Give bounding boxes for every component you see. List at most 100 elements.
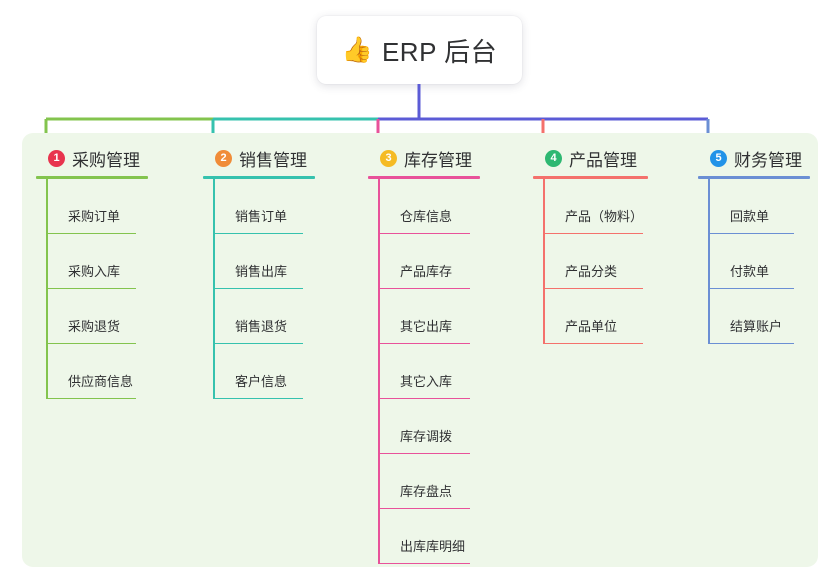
leaf-rule	[378, 287, 470, 289]
leaf-rule	[213, 232, 303, 234]
leaf-rule	[708, 342, 794, 344]
leaf-rule	[46, 232, 136, 234]
branch-header-2[interactable]: 2 销售管理	[203, 145, 315, 171]
leaf-label: 结算账户	[730, 319, 783, 334]
leaf-label: 产品单位	[565, 319, 618, 334]
leaf-item[interactable]: 库存调拨	[378, 399, 480, 454]
leaf-rule	[378, 342, 470, 344]
branch-underline-2	[203, 176, 315, 179]
branch-underline-5	[698, 176, 810, 179]
branch-column-5: 5 财务管理回款单付款单结算账户	[698, 145, 810, 344]
leaf-list-1: 采购订单采购入库采购退货供应商信息	[36, 179, 148, 399]
branch-title-5: 财务管理	[734, 150, 802, 170]
leaf-item[interactable]: 仓库信息	[378, 179, 480, 234]
leaf-rule	[213, 397, 303, 399]
branch-badge-1: 1	[48, 149, 65, 167]
branch-spine-3	[378, 179, 380, 564]
leaf-label: 库存盘点	[400, 484, 453, 499]
branch-column-4: 4 产品管理产品（物料） 产品分类产品单位	[533, 145, 648, 344]
branch-badge-2: 2	[215, 149, 232, 167]
leaf-item[interactable]: 客户信息	[213, 344, 315, 399]
leaf-rule	[213, 342, 303, 344]
leaf-item[interactable]: 其它入库	[378, 344, 480, 399]
leaf-rule	[378, 232, 470, 234]
leaf-rule	[378, 397, 470, 399]
leaf-label: 仓库信息	[400, 209, 453, 224]
branch-title-3: 库存管理	[404, 150, 472, 170]
leaf-label: 销售出库	[235, 264, 288, 279]
branch-title-2: 销售管理	[239, 150, 307, 170]
branch-spine-2	[213, 179, 215, 399]
leaf-rule	[378, 562, 470, 564]
leaf-label: 销售订单	[235, 209, 288, 224]
leaf-label: 回款单	[730, 209, 770, 224]
leaf-rule	[213, 287, 303, 289]
leaf-item[interactable]: 产品库存	[378, 234, 480, 289]
branch-spine-1	[46, 179, 48, 399]
leaf-label: 采购退货	[68, 319, 121, 334]
branch-header-1[interactable]: 1 采购管理	[36, 145, 148, 171]
leaf-item[interactable]: 产品单位	[543, 289, 648, 344]
leaf-item[interactable]: 采购订单	[46, 179, 148, 234]
branch-header-3[interactable]: 3 库存管理	[368, 145, 480, 171]
branch-underline-1	[36, 176, 148, 179]
leaf-label: 采购订单	[68, 209, 121, 224]
branch-header-4[interactable]: 4 产品管理	[533, 145, 648, 171]
branch-column-2: 2 销售管理销售订单销售出库销售退货客户信息	[203, 145, 315, 399]
branch-column-1: 1 采购管理采购订单采购入库采购退货供应商信息	[36, 145, 148, 399]
leaf-item[interactable]: 其它出库	[378, 289, 480, 344]
branch-column-3: 3 库存管理仓库信息产品库存其它出库其它入库库存调拨库存盘点出库库明细	[368, 145, 480, 564]
leaf-list-4: 产品（物料） 产品分类产品单位	[533, 179, 648, 344]
leaf-item[interactable]: 销售出库	[213, 234, 315, 289]
leaf-rule	[708, 232, 794, 234]
leaf-label: 客户信息	[235, 374, 288, 389]
branch-underline-4	[533, 176, 648, 179]
branch-badge-4: 4	[545, 149, 562, 167]
branch-spine-4	[543, 179, 545, 344]
branch-badge-3: 3	[380, 149, 397, 167]
leaf-label: 产品库存	[400, 264, 453, 279]
leaf-label: 出库库明细	[400, 539, 466, 554]
leaf-item[interactable]: 结算账户	[708, 289, 810, 344]
leaf-item[interactable]: 回款单	[708, 179, 810, 234]
leaf-list-2: 销售订单销售出库销售退货客户信息	[203, 179, 315, 399]
leaf-item[interactable]: 采购入库	[46, 234, 148, 289]
root-title: ERP 后台	[381, 36, 498, 67]
leaf-label: 销售退货	[235, 319, 288, 334]
root-node[interactable]: 👍 ERP 后台	[317, 16, 522, 84]
branch-title-1: 采购管理	[72, 150, 140, 170]
leaf-label: 付款单	[730, 264, 770, 279]
leaf-rule	[46, 342, 136, 344]
leaf-label: 采购入库	[68, 264, 121, 279]
leaf-rule	[543, 287, 643, 289]
branch-badge-5: 5	[710, 149, 727, 167]
leaf-rule	[708, 287, 794, 289]
leaf-item[interactable]: 销售退货	[213, 289, 315, 344]
leaf-item[interactable]: 供应商信息	[46, 344, 148, 399]
thumbs-up-icon: 👍	[341, 35, 373, 64]
leaf-item[interactable]: 库存盘点	[378, 454, 480, 509]
leaf-rule	[543, 232, 643, 234]
leaf-label: 产品（物料）	[565, 209, 644, 224]
leaf-list-3: 仓库信息产品库存其它出库其它入库库存调拨库存盘点出库库明细	[368, 179, 480, 564]
leaf-label: 产品分类	[565, 264, 618, 279]
leaf-item[interactable]: 付款单	[708, 234, 810, 289]
leaf-item[interactable]: 产品（物料）	[543, 179, 648, 234]
leaf-label: 其它出库	[400, 319, 453, 334]
leaf-item[interactable]: 销售订单	[213, 179, 315, 234]
leaf-item[interactable]: 产品分类	[543, 234, 648, 289]
leaf-rule	[378, 507, 470, 509]
branches-panel	[22, 133, 818, 567]
branch-header-5[interactable]: 5 财务管理	[698, 145, 810, 171]
leaf-label: 供应商信息	[68, 374, 134, 389]
leaf-rule	[378, 452, 470, 454]
branch-underline-3	[368, 176, 480, 179]
leaf-label: 库存调拨	[400, 429, 453, 444]
leaf-item[interactable]: 采购退货	[46, 289, 148, 344]
branch-title-4: 产品管理	[569, 150, 637, 170]
leaf-rule	[46, 397, 136, 399]
branch-spine-5	[708, 179, 710, 344]
leaf-item[interactable]: 出库库明细	[378, 509, 480, 564]
leaf-list-5: 回款单付款单结算账户	[698, 179, 810, 344]
leaf-rule	[46, 287, 136, 289]
